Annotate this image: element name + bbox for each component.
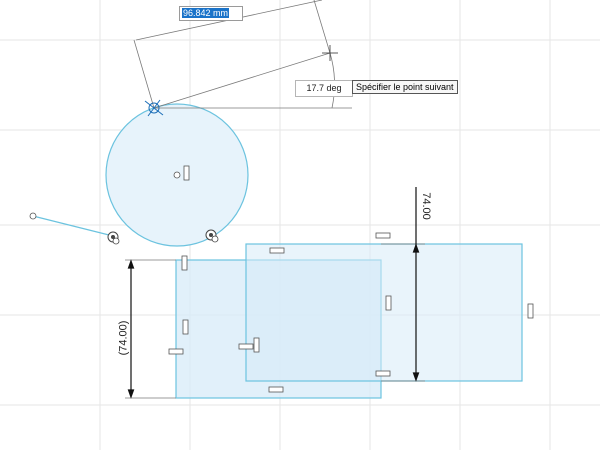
command-tooltip: Spécifier le point suivant: [352, 80, 458, 94]
length-dimension-input[interactable]: 96.842 mm: [179, 6, 243, 21]
dimension-label-right[interactable]: 74.00: [419, 192, 432, 220]
dimension-arrows: [127, 187, 420, 399]
cursor-crosshair-icon: [144, 99, 164, 117]
sketch-rectangle-right[interactable]: [245, 243, 523, 382]
length-input-value: 96.842 mm: [182, 8, 230, 18]
vertical-constraint-icon: [181, 165, 534, 353]
angle-dimension-input[interactable]: 17.7 deg: [295, 80, 353, 97]
line-endpoint[interactable]: [29, 212, 37, 220]
dimension-lines: [125, 0, 425, 399]
horizontal-constraint-icon: [168, 232, 391, 393]
circle-center-point[interactable]: [173, 171, 181, 179]
coincident-constraint-icon: [107, 231, 120, 245]
sketch-line-external[interactable]: [32, 215, 114, 237]
crosshair-end-icon: [322, 45, 338, 61]
coincident-constraint-icon: [205, 229, 219, 243]
dimension-label-left[interactable]: (74.00): [117, 320, 130, 356]
angle-input-value: 17.7 deg: [306, 83, 342, 93]
